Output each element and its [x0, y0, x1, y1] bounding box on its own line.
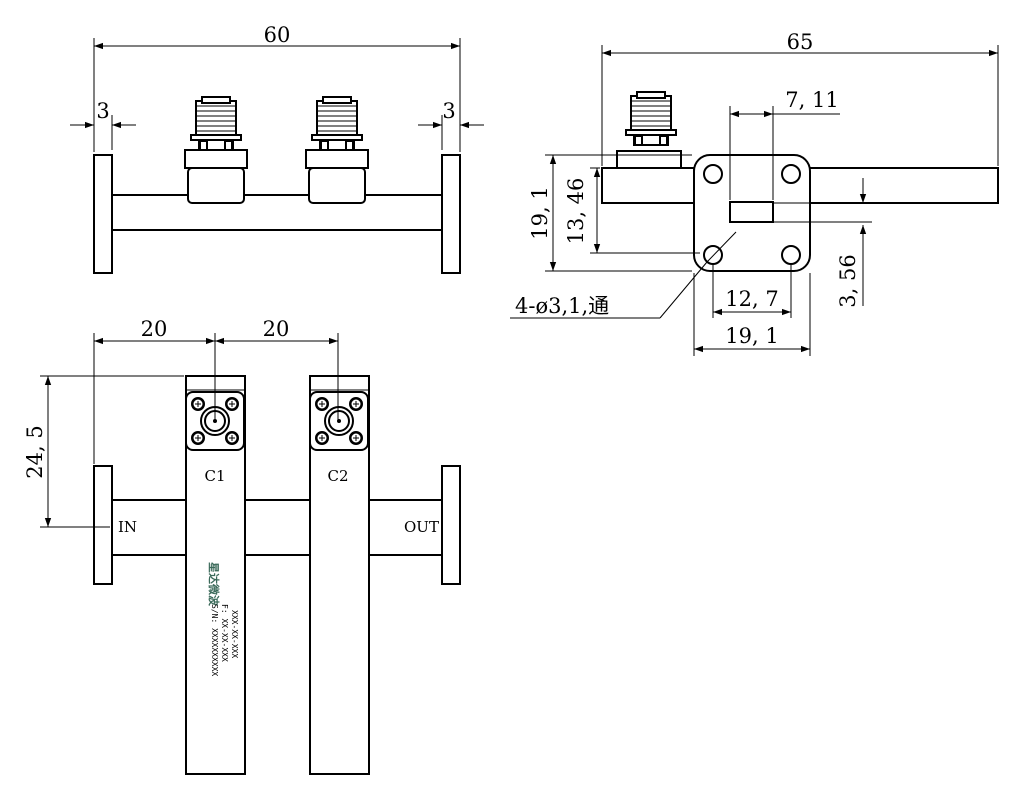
- dim-slot-center-offset: 3, 56: [836, 254, 860, 307]
- side-sma-connector: [625, 91, 677, 146]
- brand-logo: 星达微波: [207, 562, 221, 607]
- dim-hole-spacing: 12, 7: [725, 287, 778, 311]
- top-coupler-c1: [187, 167, 245, 204]
- dim-overall-length-side: 65: [787, 30, 814, 54]
- dim-coupler-height: 24, 5: [23, 425, 47, 478]
- side-waveguide-body: [799, 167, 999, 204]
- port-label-out: OUT: [404, 518, 439, 536]
- side-view: 65 7, 11 19, 1 13, 46 3, 56 12, 7 19, 1: [510, 30, 999, 356]
- top-waveguide-body: [111, 194, 443, 231]
- nameplate: 星达微波 XXX-XX-XXX F: XX-XX-XXX S/N: XXXXXX…: [207, 562, 239, 676]
- top-sma-connector-1: [190, 96, 242, 151]
- dim-slot-offset: 7, 11: [785, 88, 838, 112]
- front-main-waveguide: [111, 499, 443, 556]
- top-left-flange: [93, 154, 113, 274]
- waveguide-slot: [729, 201, 774, 223]
- front-view: C1 C2 IN OUT 星达微波 XXX-XX-XXX F: XX-XX-XX…: [23, 317, 461, 775]
- dim-flange-thickness-right: 3: [442, 99, 455, 123]
- hole-callout: 4-ø3,1,通: [515, 294, 609, 318]
- port-label-c2: C2: [327, 467, 348, 485]
- nameplate-frequency: F: XX-XX-XXX: [220, 604, 229, 662]
- port-label-c1: C1: [204, 467, 225, 485]
- top-sma-connector-2: [311, 96, 363, 151]
- top-coupler-c2: [308, 167, 366, 204]
- port-label-in: IN: [118, 518, 137, 536]
- top-right-flange: [441, 154, 461, 274]
- nameplate-serial: S/N: XXXXXXXXXX: [210, 604, 219, 676]
- dim-guide-height: 13, 46: [564, 178, 588, 245]
- front-left-flange: [93, 465, 113, 585]
- dim-coupler-spacing-2: 20: [263, 317, 290, 341]
- dim-coupler-spacing-1: 20: [141, 317, 168, 341]
- front-right-flange: [441, 465, 461, 585]
- dim-flange-width: 19, 1: [725, 324, 778, 348]
- dim-flange-height: 19, 1: [528, 186, 552, 239]
- dim-flange-thickness-left: 3: [96, 99, 109, 123]
- dim-overall-length-top: 60: [264, 23, 291, 47]
- top-view: 60 3 3: [70, 23, 484, 274]
- nameplate-model: XXX-XX-XXX: [230, 610, 239, 658]
